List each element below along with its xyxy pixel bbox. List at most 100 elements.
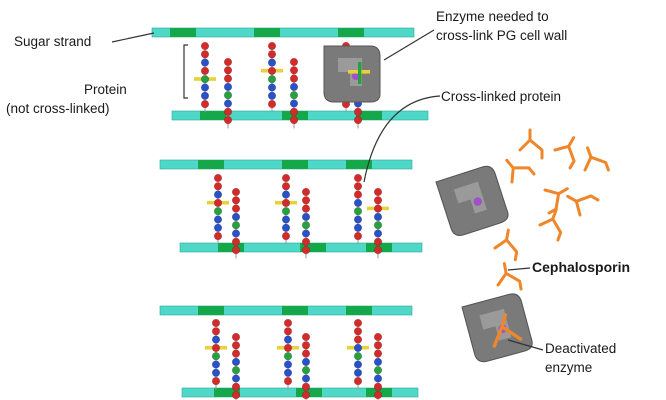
- enzyme-label-line2: cross-link PG cell wall: [436, 28, 567, 43]
- amino-acid-bead: [301, 237, 311, 246]
- amino-acid-bead: [223, 107, 233, 116]
- amino-acid-bead: [231, 332, 241, 342]
- amino-acid-bead: [353, 335, 363, 344]
- strand-segment: [254, 28, 280, 37]
- strand-segment: [282, 306, 308, 315]
- protein-chain: [347, 318, 369, 390]
- protein-chain: [301, 332, 311, 400]
- cephalosporin-molecule: [538, 208, 563, 242]
- amino-acid-bead: [283, 318, 293, 328]
- amino-acid-bead: [213, 182, 223, 191]
- cephalosporin-shape: [553, 136, 576, 170]
- amino-acid-bead: [283, 343, 293, 353]
- amino-acid-bead: [301, 382, 311, 391]
- strand-segment: [200, 111, 226, 120]
- cephalosporin-shape: [543, 187, 569, 215]
- amino-acid-bead: [373, 382, 383, 391]
- strand-segment: [356, 111, 382, 120]
- cephalosporin-molecule: [493, 228, 519, 262]
- amino-acid-bead: [267, 99, 277, 109]
- amino-acid-bead: [301, 349, 311, 358]
- amino-acid-bead: [301, 196, 311, 205]
- amino-acid-bead: [211, 343, 221, 353]
- amino-acid-bead: [281, 173, 291, 183]
- amino-acid-bead: [301, 229, 311, 238]
- protein-chain: [301, 187, 311, 259]
- amino-acid-bead: [289, 107, 299, 116]
- amino-acid-bead: [267, 50, 277, 59]
- amino-acid-bead: [211, 352, 221, 361]
- amino-acid-bead: [231, 357, 241, 367]
- amino-acid-bead: [289, 57, 299, 67]
- sugar-strand-label: Sugar strand: [14, 34, 91, 49]
- amino-acid-bead: [301, 212, 311, 221]
- cephalosporin-shape: [496, 262, 523, 291]
- amino-acid-bead: [231, 374, 241, 383]
- amino-acid-bead: [301, 341, 311, 350]
- amino-acid-bead: [353, 115, 363, 125]
- amino-acid-bead: [281, 182, 291, 191]
- amino-acid-bead: [289, 82, 299, 91]
- amino-acid-bead: [213, 223, 223, 232]
- amino-acid-bead: [353, 207, 363, 216]
- amino-acid-bead: [213, 207, 223, 216]
- amino-acid-bead: [281, 198, 291, 207]
- amino-acid-bead: [281, 207, 291, 216]
- protein-chain: [277, 318, 299, 390]
- protein-chain: [353, 173, 363, 245]
- amino-acid-bead: [353, 215, 363, 224]
- protein-chain: [231, 332, 241, 400]
- amino-acid-bead: [353, 318, 363, 328]
- amino-acid-bead: [213, 190, 223, 199]
- amino-acid-bead: [289, 74, 299, 83]
- amino-acid-bead: [211, 368, 221, 377]
- amino-acid-bead: [373, 349, 383, 358]
- cephalosporin-shape: [493, 228, 519, 262]
- protein-not-cross-linked-label: (not cross-linked): [6, 101, 110, 116]
- amino-acid-bead: [301, 187, 311, 197]
- amino-acid-bead: [223, 115, 233, 125]
- amino-acid-bead: [283, 377, 293, 386]
- amino-acid-bead: [211, 360, 221, 369]
- amino-acid-bead: [353, 182, 363, 191]
- amino-acid-bead: [353, 343, 363, 353]
- cephalosporin-shape: [583, 146, 610, 172]
- amino-acid-bead: [301, 332, 311, 342]
- amino-acid-bead: [289, 99, 299, 108]
- strand-segment: [218, 243, 244, 252]
- protein-chain: [367, 187, 389, 259]
- cephalosporin-label: Cephalosporin: [532, 259, 630, 275]
- cephalosporin-leader: [507, 267, 531, 271]
- strand-segment: [198, 160, 224, 169]
- amino-acid-bead: [223, 91, 233, 100]
- amino-acid-bead: [200, 41, 210, 51]
- enzyme-label-line1: Enzyme needed to: [436, 9, 549, 24]
- protein-chain: [207, 173, 229, 245]
- amino-acid-bead: [301, 357, 311, 367]
- protein-chain: [231, 187, 241, 259]
- cephalosporin-shape: [518, 128, 544, 160]
- amino-acid-bead: [353, 368, 363, 377]
- amino-acid-bead: [353, 107, 363, 116]
- amino-acid-bead: [301, 366, 311, 375]
- amino-acid-bead: [231, 204, 241, 213]
- cephalosporin-molecule: [505, 158, 536, 184]
- amino-acid-bead: [213, 232, 223, 241]
- amino-acid-bead: [373, 391, 383, 400]
- amino-acid-bead: [281, 232, 291, 241]
- enzyme-crosslinking: [435, 165, 509, 236]
- cephalosporin-molecule: [518, 128, 544, 160]
- cephalosporin-molecule: [543, 187, 569, 215]
- cross-linked-protein-label: Cross-linked protein: [441, 89, 561, 104]
- amino-acid-bead: [289, 66, 299, 75]
- protein-chain: [289, 57, 299, 129]
- strand-segment: [282, 111, 308, 120]
- amino-acid-bead: [373, 357, 383, 367]
- amino-acid-bead: [353, 360, 363, 369]
- amino-acid-bead: [301, 204, 311, 213]
- amino-acid-bead: [231, 382, 241, 391]
- amino-acid-bead: [200, 91, 210, 100]
- amino-acid-bead: [213, 215, 223, 224]
- cross-linked-protein-leader: [363, 95, 441, 183]
- amino-acid-bead: [231, 229, 241, 238]
